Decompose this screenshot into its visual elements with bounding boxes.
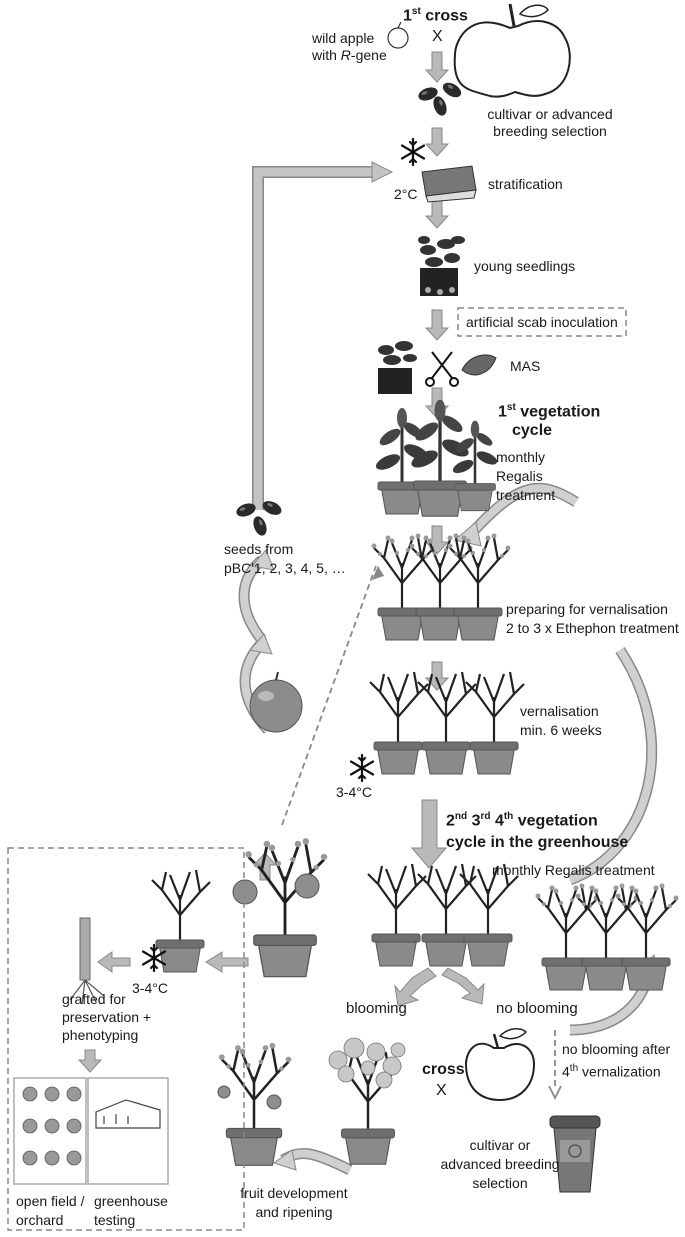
arrow-to-no-blooming xyxy=(441,967,485,1005)
bare-tree-icon xyxy=(370,672,428,774)
stratification-temp: 2°C xyxy=(394,186,418,202)
no-blooming-label: no blooming xyxy=(496,1000,578,1017)
scissors-icon xyxy=(425,351,459,387)
mas-label: MAS xyxy=(510,358,541,374)
bare-tree-icon xyxy=(418,864,476,966)
cross1-x: X xyxy=(432,28,443,45)
inoculation-box xyxy=(457,307,627,337)
bare-tree-icon xyxy=(368,864,426,966)
arrow-left-coldstore xyxy=(205,951,249,973)
arrow-loop-seeds xyxy=(253,167,376,510)
greenhouse-panel xyxy=(87,1077,169,1185)
orchard-icon xyxy=(22,1086,82,1166)
arrow-up-fruit xyxy=(252,852,278,881)
seedling-tray-icon xyxy=(418,236,465,296)
cross2-label: cross xyxy=(422,1061,465,1078)
bare-tree-icon xyxy=(466,672,524,774)
stratification-label: stratification xyxy=(488,176,563,192)
cold-store-temp: 3-4°C xyxy=(132,980,168,996)
seedling-tray-icon xyxy=(378,341,417,394)
open-field-label: open field /orchard xyxy=(16,1193,85,1228)
bare-tree-icon xyxy=(418,672,476,774)
inoculation-label: artificial scab inoculation xyxy=(466,314,618,330)
blooming-label: blooming xyxy=(346,1000,407,1017)
vernalisation-temp: 3-4°C xyxy=(336,784,372,800)
arrow-left-grafted xyxy=(97,951,131,973)
leaf-icon xyxy=(461,354,497,376)
snowflake-icon xyxy=(349,753,375,783)
fruit-tree-icon xyxy=(232,838,327,976)
regalis2-label: monthly Regalis treatment xyxy=(492,862,655,878)
arrow-down-4 xyxy=(424,309,450,341)
arrow-down-2 xyxy=(424,127,450,157)
stratification-box-icon xyxy=(421,165,477,203)
arrow-down-8 xyxy=(410,799,448,869)
bare-tree-icon xyxy=(152,870,210,972)
young-seedlings-label: young seedlings xyxy=(474,258,576,274)
apple-icon xyxy=(387,21,409,49)
cultivar-apple-icon xyxy=(464,1028,536,1102)
arrow-down-1 xyxy=(424,51,450,83)
flow-arrows xyxy=(77,51,485,1073)
grafted-rootstock-icon xyxy=(69,917,105,1005)
snowflake-icon xyxy=(400,137,426,167)
bare-tree-icon xyxy=(460,864,518,966)
cross2-x: X xyxy=(436,1082,447,1099)
apple-icon xyxy=(249,671,303,733)
trash-bin-icon xyxy=(549,1115,601,1193)
seed-icon xyxy=(416,79,464,118)
cultivar-apple-icon xyxy=(453,3,571,98)
cross1-label: 1st cross xyxy=(403,6,468,25)
arrow-down-grafted xyxy=(77,1049,103,1073)
arrow-to-blooming xyxy=(394,967,437,1007)
preservation-box xyxy=(7,847,245,1231)
arrow-down-3 xyxy=(424,199,450,229)
fruit-tree-icon xyxy=(217,1043,291,1165)
greenhouse-icon xyxy=(95,1099,161,1129)
open-field-panel xyxy=(13,1077,87,1185)
blooming-tree-icon xyxy=(328,1037,406,1164)
